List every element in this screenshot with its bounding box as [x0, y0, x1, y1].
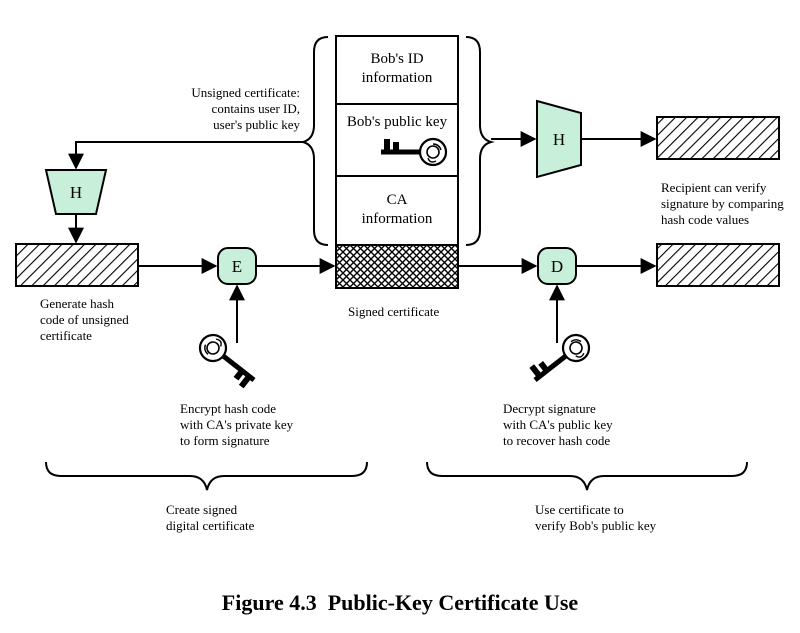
hash-left-node [44, 169, 108, 215]
decrypt-letter: D [551, 257, 563, 276]
encrypt-hash-label: Encrypt hash code with CA's private key … [180, 401, 294, 448]
right-curly-brace [465, 36, 495, 246]
use-brace [426, 461, 748, 491]
encrypt-letter: E [232, 257, 242, 276]
recovered-hash-block [656, 243, 780, 287]
left-curly-brace [299, 36, 329, 246]
cert-ca-info: CA information [361, 192, 433, 227]
signed-certificate-label: Signed certificate [348, 304, 440, 319]
ca-private-key-icon [193, 328, 264, 392]
recipient-verify-label: Recipient can verify signature by compar… [661, 180, 784, 227]
decrypt-signature-label: Decrypt signature with CA's public key t… [503, 401, 613, 448]
unsigned-hash-block [15, 243, 139, 287]
hash-right-letter: H [553, 130, 565, 149]
cert-bob-public-key: Bob's public key [346, 114, 448, 130]
signature-block [335, 244, 459, 289]
create-signed-label: Create signed digital certificate [166, 502, 255, 533]
computed-hash-block [656, 116, 780, 160]
flow-arrows [68, 131, 657, 343]
cert-bob-id: Bob's ID information [361, 51, 433, 86]
unsigned-certificate-label: Unsigned certificate: contains user ID, … [191, 85, 300, 132]
hash-right-node [536, 99, 582, 179]
create-brace [45, 461, 368, 491]
hash-left-letter: H [70, 183, 82, 202]
figure-caption: Figure 4.3 Public-Key Certificate Use [221, 590, 579, 615]
generate-hash-label: Generate hash code of unsigned certifica… [40, 296, 129, 343]
use-certificate-label: Use certificate to verify Bob's public k… [535, 502, 657, 533]
ca-public-key-icon [525, 328, 596, 392]
